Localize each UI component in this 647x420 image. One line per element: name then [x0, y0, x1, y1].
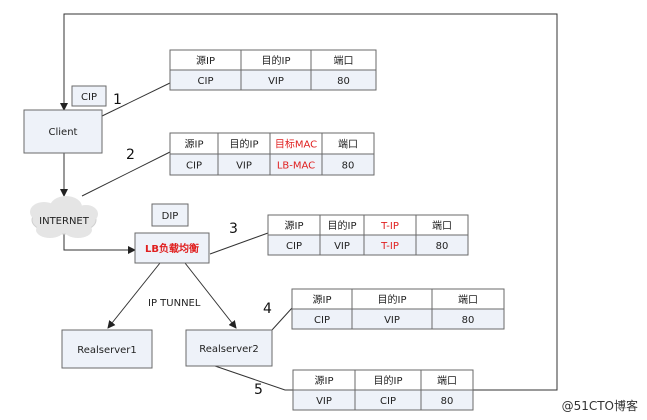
table-header-cell: 目标MAC	[275, 139, 317, 151]
table-data-cell: VIP	[236, 161, 252, 172]
packet-table-t2: 源IP 目的IP 目标MAC 端口 CIP VIP LB-MAC 80	[169, 132, 375, 176]
table-header-cell: 源IP	[313, 293, 332, 306]
internet-label: INTERNET	[39, 216, 90, 227]
packet-table-t3: 源IP 目的IP T-IP 端口 CIP VIP T-IP 80	[267, 214, 469, 256]
table-data-cell: CIP	[380, 396, 396, 407]
node-lb[interactable]: LB负载均衡	[134, 232, 210, 264]
realserver2-label: Realserver2	[199, 344, 259, 355]
table-data-cell: CIP	[198, 76, 214, 87]
realserver1-label: Realserver1	[77, 345, 137, 356]
table-data-cell: LB-MAC	[277, 161, 315, 172]
table-cell-box	[431, 308, 505, 330]
table-data-cell: CIP	[186, 161, 202, 172]
internet-cloud: INTERNET	[30, 196, 98, 238]
table-header-cell: 目的IP	[378, 293, 407, 306]
table-header-cell: 目的IP	[262, 54, 291, 67]
node-client[interactable]: Client	[23, 109, 103, 154]
table-data-cell: VIP	[384, 315, 400, 326]
lb-to-rs1-line	[107, 262, 161, 329]
return-path-line	[60, 13, 558, 391]
callout-line-2	[81, 151, 171, 197]
table-data-cell: 80	[441, 396, 454, 407]
table-data-cell: 80	[462, 315, 475, 326]
lb-label: LB负载均衡	[145, 242, 199, 255]
table-header-cell: 目的IP	[374, 374, 403, 387]
step-numbers: 1 2 3 4 5	[113, 92, 272, 398]
dip-tag: DIP	[151, 203, 189, 227]
table-data-cell: 80	[342, 161, 355, 172]
client-label: Client	[49, 127, 78, 138]
table-data-cell: T-IP	[380, 241, 399, 252]
step-2: 2	[126, 147, 135, 163]
table-header-cell: 端口	[437, 374, 457, 387]
table-data-cell: 80	[436, 241, 449, 252]
table-header-cell: 端口	[334, 54, 354, 67]
table-header-cell: 源IP	[185, 138, 204, 151]
lb-to-rs2-line	[184, 262, 237, 329]
connectors	[60, 13, 558, 391]
table-cell-box	[321, 153, 375, 176]
table-data-cell: CIP	[286, 241, 302, 252]
step-3: 3	[229, 221, 238, 237]
table-header-cell: 端口	[432, 219, 452, 232]
table-data-cell: CIP	[314, 315, 330, 326]
ip-tunnel-label: IP TUNNEL	[148, 298, 201, 309]
watermark: @51CTO博客	[562, 398, 638, 413]
table-header-cell: 目的IP	[328, 219, 357, 232]
node-realserver1[interactable]: Realserver1	[61, 329, 153, 369]
table-header-cell: 源IP	[315, 374, 334, 387]
dip-tag-label: DIP	[162, 211, 179, 222]
table-data-cell: VIP	[334, 241, 350, 252]
cip-tag: CIP	[71, 85, 107, 107]
internet-to-lb-line	[63, 234, 136, 254]
packet-table-t4: 源IP 目的IP 端口 CIP VIP 80	[291, 288, 505, 330]
table-cell-box	[420, 389, 474, 411]
table-header-cell: 端口	[458, 293, 478, 306]
table-data-cell: VIP	[268, 76, 284, 87]
packet-table-t1: 源IP 目的IP 端口 CIP VIP 80	[169, 49, 377, 91]
table-header-cell: 端口	[338, 138, 358, 151]
step-1: 1	[113, 92, 122, 108]
callout-line-3	[209, 232, 269, 255]
table-header-cell: T-IP	[380, 221, 399, 232]
table-cell-box	[310, 69, 377, 91]
table-data-cell: VIP	[316, 396, 332, 407]
packet-table-t5: 源IP 目的IP 端口 VIP CIP 80	[292, 369, 474, 411]
table-header-cell: 目的IP	[230, 138, 259, 151]
packet-tables: 源IP 目的IP 端口 CIP VIP 80 源IP 目的IP 目标MAC 端口 CIP VIP LB-…	[169, 49, 505, 411]
callout-line-4	[271, 307, 293, 331]
step-5: 5	[254, 382, 263, 398]
table-header-cell: 源IP	[285, 219, 304, 232]
table-header-cell: 源IP	[196, 54, 215, 67]
node-realserver2[interactable]: Realserver2	[185, 329, 273, 367]
step-4: 4	[263, 301, 272, 317]
table-data-cell: 80	[337, 76, 350, 87]
table-cell-box	[415, 234, 469, 256]
callout-line-1	[99, 81, 173, 118]
cip-tag-label: CIP	[81, 92, 97, 103]
